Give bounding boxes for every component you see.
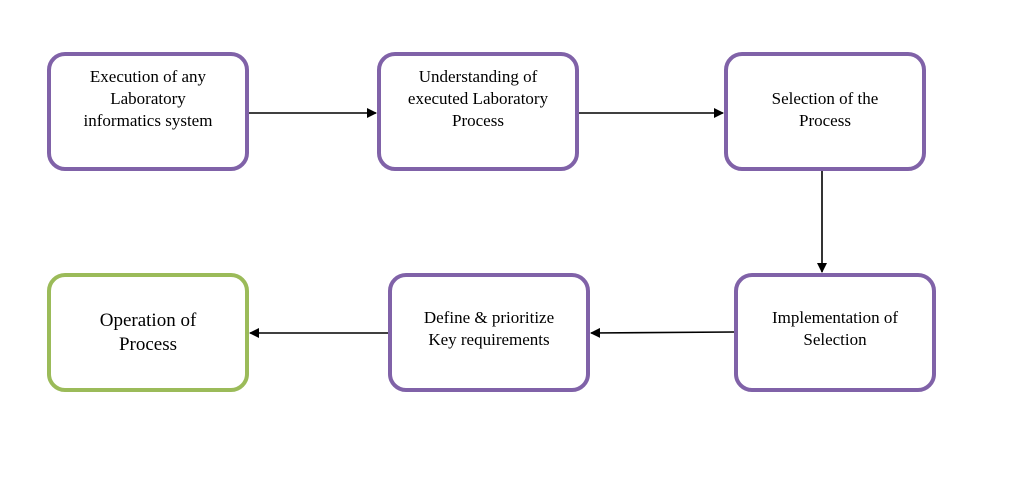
node-label: Selection of the Process xyxy=(771,89,879,130)
node-understanding-process: Understanding of executed Laboratory Pro… xyxy=(377,52,579,171)
node-implementation-of-selection: Implementation of Selection xyxy=(734,273,936,392)
node-label: Define & prioritize Key requirements xyxy=(423,308,555,349)
node-label: Operation of Process xyxy=(99,310,197,355)
node-selection-of-process: Selection of the Process xyxy=(724,52,926,171)
node-label: Understanding of executed Laboratory Pro… xyxy=(407,67,549,130)
node-label: Implementation of Selection xyxy=(771,308,899,349)
node-execution-of-lims: Execution of any Laboratory informatics … xyxy=(47,52,249,171)
arrow-n4-to-n5 xyxy=(590,327,735,338)
node-define-prioritize-requirements: Define & prioritize Key requirements xyxy=(388,273,590,392)
node-label: Execution of any Laboratory informatics … xyxy=(83,67,213,130)
node-operation-of-process: Operation of Process xyxy=(47,273,249,392)
